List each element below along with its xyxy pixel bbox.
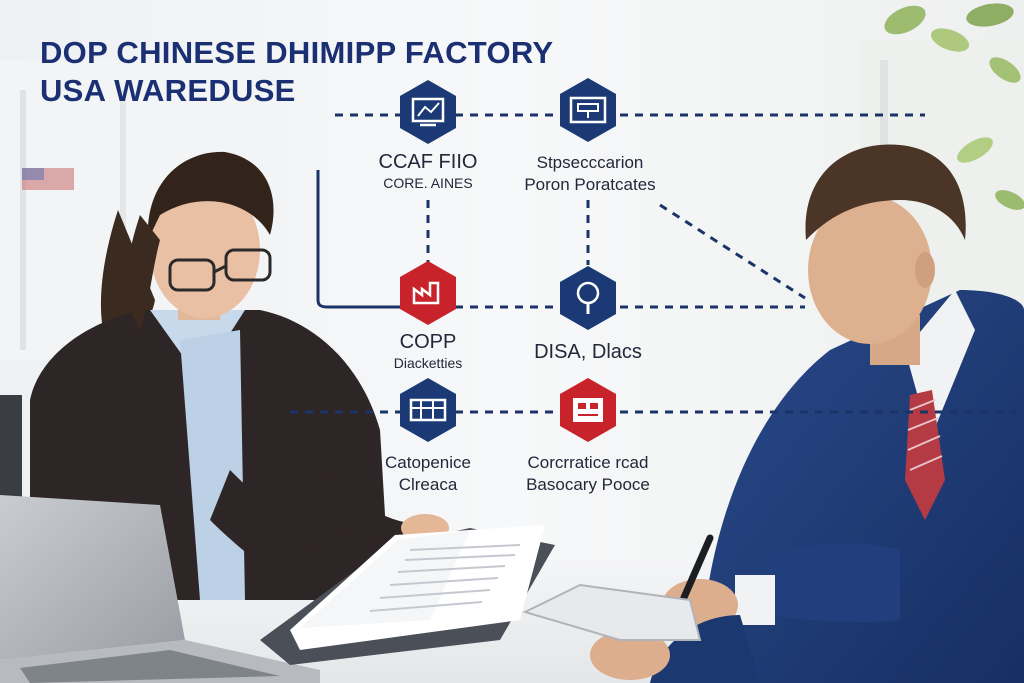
node-5-title: Catopenice (384, 453, 471, 472)
tie (905, 390, 945, 520)
chair (0, 395, 22, 505)
title-line-2: USA WAREDUSE (40, 73, 296, 108)
page-title: DOP CHINESE DHIMIPP FACTORY USA WAREDUSE (40, 34, 553, 110)
node-1-title: CCAF FIIO (378, 151, 478, 173)
node-6-title: Corcrratice rcad (527, 453, 649, 472)
notepad (522, 583, 702, 641)
node-label-5: Catopenice Clreaca (368, 452, 488, 496)
woman-face (150, 182, 260, 318)
connector-solid (316, 170, 400, 309)
document (260, 525, 555, 665)
monitor-chart-icon (400, 80, 456, 144)
lightbulb-icon (560, 266, 616, 330)
node-5-subtitle: Clreaca (398, 475, 458, 494)
warehouse-icon (400, 378, 456, 442)
node-label-3: COPP Diacketties (368, 330, 488, 372)
man-face (808, 196, 932, 344)
screen-icon (560, 78, 616, 142)
node-2-title: Stpsecccarion (536, 153, 644, 172)
title-line-1: DOP CHINESE DHIMIPP FACTORY (40, 35, 554, 70)
node-6-subtitle: Basocary Pooce (526, 475, 650, 494)
glasses (168, 258, 216, 292)
factory-icon (400, 261, 456, 325)
node-3-subtitle: Diacketties (393, 355, 463, 371)
node-4-title: DISA, Dlacs (534, 341, 642, 363)
node-label-4: DISA, Dlacs (518, 340, 658, 364)
node-3-title: COPP (399, 331, 457, 353)
node-label-2: Stpsecccarion Poron Poratcates (510, 152, 670, 196)
machine-icon (560, 378, 616, 442)
node-2-subtitle: Poron Poratcates (524, 175, 656, 194)
node-label-6: Corcrratice rcad Basocary Pooce (508, 452, 668, 496)
node-1-subtitle: CORE. AINES (383, 175, 473, 191)
node-label-1: CCAF FIIO CORE. AINES (368, 150, 488, 192)
laptop (0, 495, 320, 683)
